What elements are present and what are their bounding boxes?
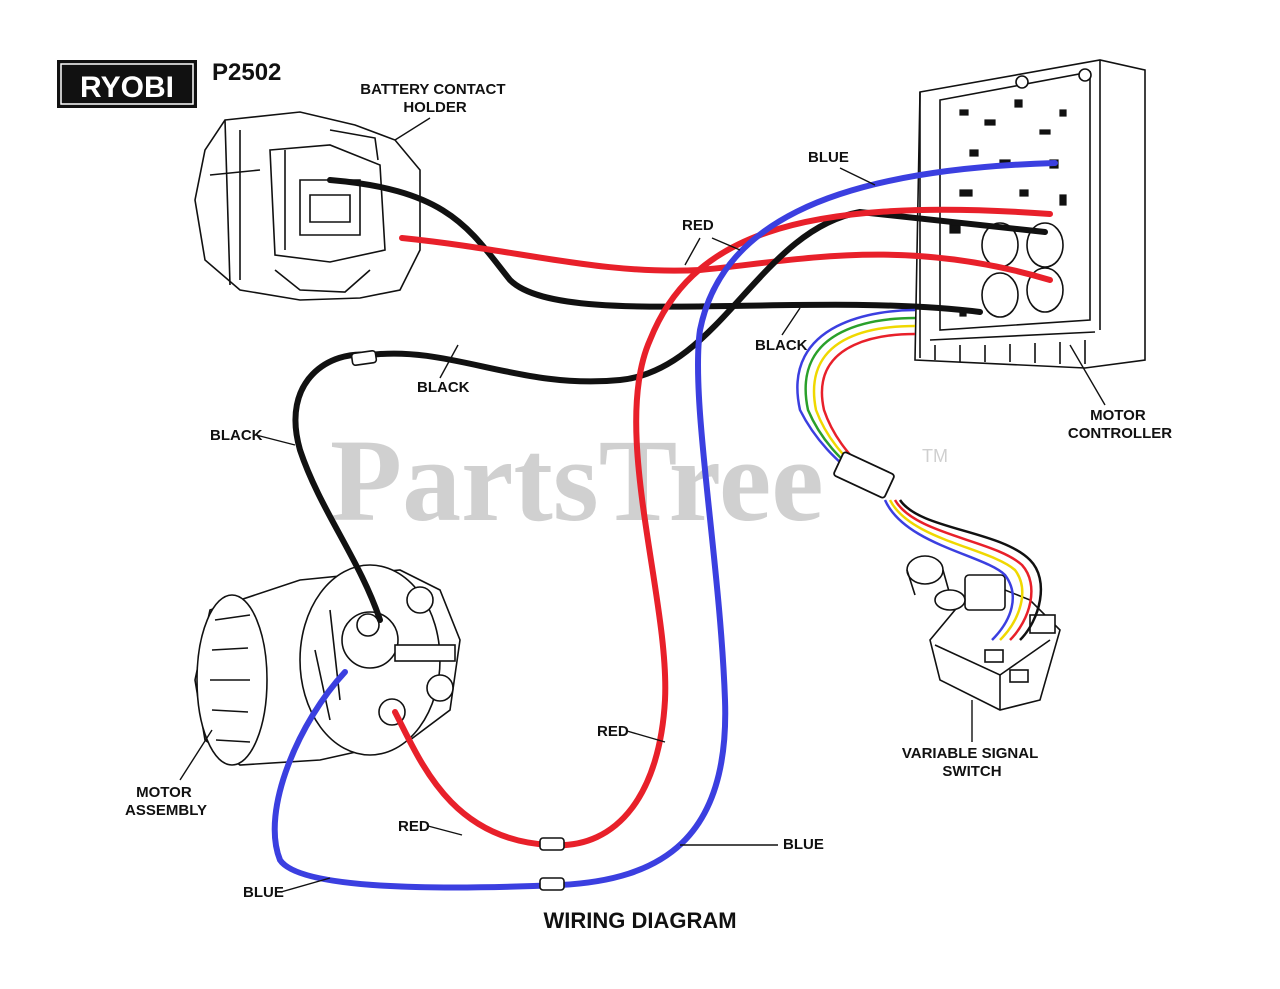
battery-contact-holder-drawing <box>194 111 421 301</box>
variable-signal-switch-drawing <box>906 555 1061 711</box>
watermark-tm: TM <box>922 446 948 466</box>
wire-label-blue-top: BLUE <box>808 149 849 166</box>
wire-connectors <box>350 349 565 891</box>
diagram-title: WIRING DIAGRAM <box>543 908 736 933</box>
battery-contact-holder-label: BATTERY CONTACT HOLDER <box>360 81 509 116</box>
black-wire-motor <box>292 208 1048 623</box>
wire-label-red-mid: RED <box>597 723 629 740</box>
ryobi-logo-text: RYOBI <box>80 71 174 104</box>
red-wire-motor <box>392 206 1053 849</box>
motor-controller-label: MOTOR CONTROLLER <box>1068 407 1172 442</box>
black-wire-battery <box>327 177 983 315</box>
wire-label-black-left: BLACK <box>210 427 263 444</box>
wire-label-blue-right: BLUE <box>783 836 824 853</box>
wire-label-black-right: BLACK <box>755 337 808 354</box>
variable-signal-switch-label: VARIABLE SIGNAL SWITCH <box>902 745 1042 780</box>
wire-label-red-bottom: RED <box>398 818 430 835</box>
wire-label-blue-bottom: BLUE <box>243 884 284 901</box>
ryobi-logo: RYOBI <box>57 60 197 108</box>
wire-label-black-mid: BLACK <box>417 379 470 396</box>
motor-assembly-label: MOTOR ASSEMBLY <box>125 784 207 819</box>
blue-wire-motor <box>271 160 1058 891</box>
model-number: P2502 <box>212 59 281 86</box>
motor-assembly-drawing <box>194 564 461 766</box>
watermark: PartsTree <box>330 415 824 546</box>
wire-label-red-top: RED <box>682 217 714 234</box>
